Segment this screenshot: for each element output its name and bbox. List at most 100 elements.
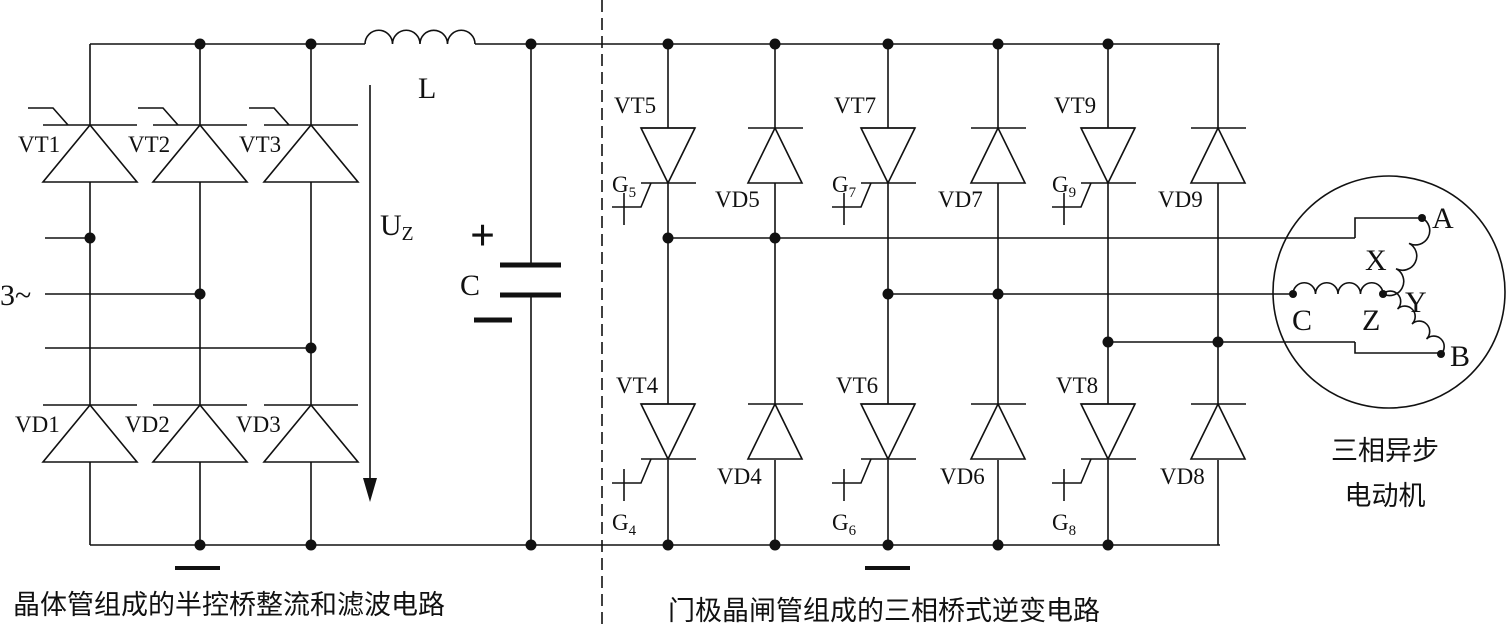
terminal-b-label: B [1450, 340, 1470, 373]
diode-label: VD2 [125, 412, 170, 437]
gate-lead [28, 107, 69, 126]
gto-triangle-icon [639, 403, 697, 461]
junction-dot [882, 539, 894, 551]
junction-dot [662, 232, 674, 244]
label-subscript: 7 [849, 185, 857, 201]
junction-dot [882, 288, 894, 300]
phase-b-lead [1354, 342, 1440, 354]
thyristor-label: VT9 [1054, 93, 1096, 118]
gate-label: G8 [1052, 510, 1076, 539]
junction-dot [662, 539, 674, 551]
terminal-y-label: Y [1405, 286, 1427, 319]
diode-label: VD4 [717, 464, 762, 489]
label-subscript: 6 [849, 523, 857, 539]
junction-dot [769, 539, 781, 551]
junction-dot [992, 38, 1004, 50]
junction-dot [1212, 336, 1224, 348]
capacitor-label: C [460, 269, 480, 302]
terminal-dot [1437, 350, 1445, 358]
voltage-label: UZ [380, 209, 414, 245]
gate-lead [138, 107, 179, 126]
plus-sign: + [470, 211, 495, 260]
diode-triangle-icon [151, 403, 249, 463]
diode-label: VD1 [15, 412, 60, 437]
thyristor-triangle-icon [262, 123, 360, 183]
junction-dot [1102, 336, 1114, 348]
thyristor-label: VT3 [239, 132, 281, 157]
terminal-c-label: C [1292, 304, 1312, 337]
gate-lead [612, 458, 652, 484]
diode-triangle-icon [746, 402, 804, 460]
thyristor-triangle-icon [41, 123, 139, 183]
gate-label: G9 [1052, 172, 1076, 201]
terminal-z-label: Z [1362, 304, 1380, 337]
gate-lead [832, 458, 872, 484]
junction-dot [84, 232, 96, 244]
terminal-x-label: X [1365, 244, 1387, 277]
ac-input-label: 3~ [0, 279, 31, 312]
gate-lead [832, 182, 872, 208]
thyristor-label: VT5 [614, 93, 656, 118]
gate-label: G7 [832, 172, 857, 201]
winding-a-icon [1382, 217, 1431, 297]
gate-lead [249, 107, 290, 126]
rectifier-caption: 晶体管组成的半控桥整流和滤波电路 [13, 590, 445, 621]
label-main: G [832, 172, 849, 197]
diode-triangle-icon [262, 403, 360, 463]
gate-label: G5 [612, 172, 636, 201]
phase-a-lead [1354, 217, 1420, 238]
thyristor-label: VT6 [836, 373, 878, 398]
diode-triangle-icon [41, 403, 139, 463]
diode-triangle-icon [746, 126, 804, 184]
gate-lead [1052, 182, 1092, 208]
gate-label: G6 [832, 510, 857, 539]
motor-label: 三相异步 [1331, 436, 1439, 467]
thyristor-label: VT2 [128, 132, 170, 157]
gate-lead [612, 182, 652, 208]
junction-dot [662, 38, 674, 50]
junction-dot [305, 38, 317, 50]
label-main: G [1052, 510, 1069, 535]
gto-triangle-icon [639, 127, 697, 185]
terminal-dot [1379, 290, 1387, 298]
diode-label: VD6 [940, 464, 985, 489]
thyristor-label: VT7 [834, 93, 876, 118]
thyristor-label: VT8 [1056, 373, 1098, 398]
diode-triangle-icon [1189, 402, 1247, 460]
junction-dot [1102, 539, 1114, 551]
junction-dot [194, 38, 206, 50]
gto-triangle-icon [859, 403, 917, 461]
junction-dot [992, 539, 1004, 551]
thyristor-label: VT4 [616, 373, 659, 398]
label-subscript: 5 [629, 185, 636, 201]
winding-c-icon [1292, 282, 1384, 295]
label-subscript: 9 [1069, 185, 1076, 201]
junction-dot [194, 288, 206, 300]
thyristor-label: VT1 [18, 132, 60, 157]
label-main: U [380, 209, 402, 242]
junction-dot [305, 342, 317, 354]
gto-triangle-icon [859, 127, 917, 185]
diode-triangle-icon [1189, 126, 1247, 184]
diode-label: VD7 [938, 187, 983, 212]
winding-b-icon [1382, 290, 1445, 355]
diode-label: VD9 [1158, 187, 1203, 212]
motor-circle [1272, 175, 1506, 409]
terminal-dot [1418, 214, 1426, 222]
inverter-caption: 门极晶闸管组成的三相桥式逆变电路 [668, 596, 1100, 627]
motor-label: 电动机 [1345, 481, 1426, 512]
junction-dot [992, 288, 1004, 300]
diode-label: VD8 [1160, 464, 1205, 489]
label-main: G [1052, 172, 1069, 197]
gate-lead [1052, 458, 1092, 484]
terminal-a-label: A [1432, 202, 1454, 235]
label-main: G [832, 510, 849, 535]
junction-dot [769, 38, 781, 50]
diode-label: VD3 [236, 412, 281, 437]
diode-label: VD5 [715, 187, 760, 212]
label-main: G [612, 172, 629, 197]
junction-dot [769, 232, 781, 244]
junction-dot [305, 539, 317, 551]
